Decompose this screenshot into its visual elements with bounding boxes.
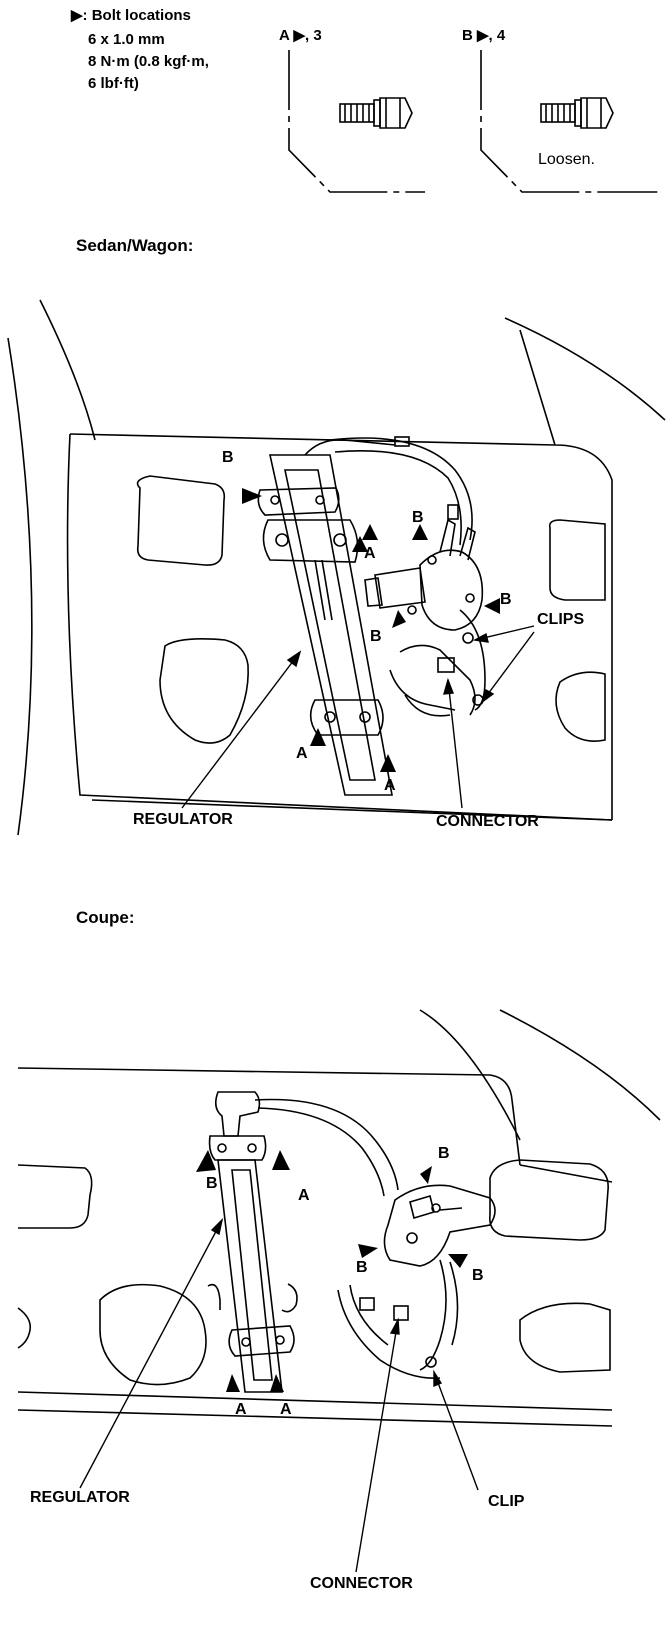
sedan-label-b2: B <box>412 509 424 526</box>
bolt-b-detail <box>480 50 660 193</box>
sedan-pointers <box>181 625 535 809</box>
coupe-label-regulator: REGULATOR <box>30 1489 130 1506</box>
coupe-door-outline <box>17 1009 661 1427</box>
sedan-cable <box>329 436 473 546</box>
sedan-label-a3: A <box>384 777 396 794</box>
sedan-motor <box>364 518 484 631</box>
coupe-regulator <box>207 1091 298 1393</box>
sedan-label-clips: CLIPS <box>537 611 585 628</box>
coupe-label-clip: CLIP <box>488 1493 525 1510</box>
coupe-label-connector: CONNECTOR <box>310 1575 413 1592</box>
sedan-label-regulator: REGULATOR <box>133 811 233 828</box>
coupe-label-b2: B <box>438 1145 450 1162</box>
coupe-label-a2: A <box>235 1401 247 1418</box>
sedan-heading: Sedan/Wagon: <box>76 236 194 255</box>
sedan-label-b1: B <box>222 449 234 466</box>
coupe-label-b4: B <box>472 1267 484 1284</box>
sedan-door-outline <box>7 299 666 836</box>
bolt-b-note: Loosen. <box>538 151 595 168</box>
coupe-motor <box>383 1184 496 1267</box>
bolt-marker-icon: ▶ <box>71 7 83 24</box>
coupe-label-b3: B <box>356 1259 368 1276</box>
coupe-connector-harness <box>337 1259 459 1379</box>
legend-size: 6 x 1.0 mm <box>88 31 165 48</box>
sedan-label-b3: B <box>500 591 512 608</box>
bolt-b-label: B ▶, 4 <box>462 27 506 44</box>
sedan-label-a2: A <box>296 745 308 762</box>
coupe-label-a3: A <box>280 1401 292 1418</box>
coupe-label-b1: B <box>206 1175 218 1192</box>
coupe-markers <box>196 1150 468 1392</box>
coupe-heading: Coupe: <box>76 908 135 927</box>
bolt-a-label: A ▶, 3 <box>279 27 322 44</box>
bolt-a-icon <box>339 97 413 129</box>
bolt-a-detail <box>288 50 425 193</box>
coupe-pointers <box>79 1217 479 1573</box>
legend-torque: 8 N·m (0.8 kgf·m, <box>88 53 209 70</box>
sedan-label-a1: A <box>364 545 376 562</box>
legend-torque-lbf: 6 lbf·ft) <box>88 75 139 92</box>
sedan-label-b4: B <box>370 628 382 645</box>
bolt-b-icon <box>540 97 614 129</box>
legend-title-text: : Bolt locations <box>82 7 191 24</box>
sedan-regulator <box>257 438 396 796</box>
coupe-label-a1: A <box>298 1187 310 1204</box>
sedan-markers <box>242 488 500 772</box>
coupe-cable <box>254 1098 399 1197</box>
sedan-label-connector: CONNECTOR <box>436 813 539 830</box>
legend-title: ▶: Bolt locations <box>71 6 191 26</box>
